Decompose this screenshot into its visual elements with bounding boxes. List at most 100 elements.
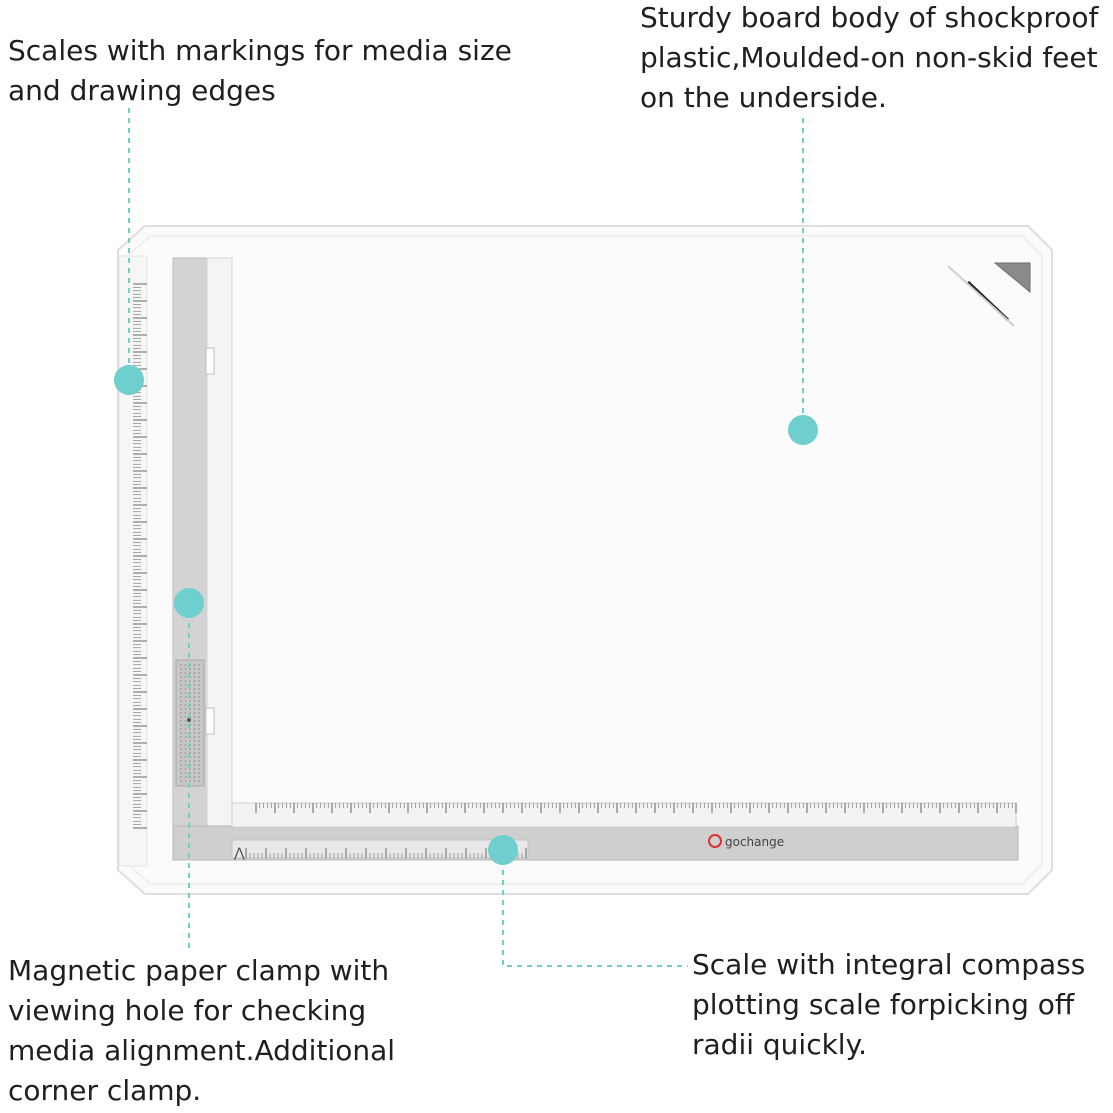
clamp-texture-dot (184, 724, 187, 726)
callout-leaders (128, 108, 804, 967)
clamp-texture-dot (184, 736, 187, 738)
clamp-texture-dot (180, 772, 182, 774)
clamp-texture-dot (198, 688, 200, 690)
clamp-texture-dot (184, 704, 187, 706)
clamp-texture-dot (189, 768, 191, 770)
clamp-texture-dot (198, 760, 200, 762)
clamp-texture-dot (198, 696, 200, 698)
clamp-texture-dot (180, 736, 182, 738)
clamp-texture-dot (198, 716, 200, 718)
clamp-texture-dot (193, 716, 196, 718)
marker-compass (488, 835, 518, 865)
clamp-texture-dot (198, 712, 200, 714)
clamp-texture-dot (198, 740, 200, 742)
clamp-texture-dot (198, 672, 200, 674)
clamp-texture-dot (198, 728, 200, 730)
clamp-texture-dot (198, 700, 200, 702)
callout-compass-scale: Scale with integral compass plotting sca… (692, 948, 1086, 1061)
clamp-texture-dot (198, 684, 200, 686)
brand-logo-icon (708, 834, 722, 848)
clamp-texture-dot (180, 696, 182, 698)
clamp-texture-dot (184, 760, 187, 762)
clamp-texture-dot (184, 732, 187, 734)
clamp-texture-dot (184, 744, 187, 746)
clamp-texture-dot (184, 700, 187, 702)
clamp-texture-dot (193, 728, 196, 730)
marker-board (788, 415, 818, 445)
clamp-texture-dot (189, 728, 191, 730)
clamp-texture-dot (180, 712, 182, 714)
clamp-texture-dot (184, 680, 187, 682)
clamp-texture-dot (193, 684, 196, 686)
clamp-texture-dot (184, 728, 187, 730)
clamp-texture-dot (189, 708, 191, 710)
clamp-texture-dot (193, 708, 196, 710)
clamp-texture-dot (180, 668, 182, 670)
clamp-texture-dot (184, 740, 187, 742)
clamp-texture-dot (198, 772, 200, 774)
clamp-texture-dot (193, 764, 196, 766)
clamp-texture-dot (193, 744, 196, 746)
clamp-texture-dot (180, 740, 182, 742)
clamp-texture-dot (193, 704, 196, 706)
rail-clip-bottom (205, 707, 215, 735)
clamp-texture-dot (180, 780, 182, 782)
clamp-texture-dot (184, 708, 187, 710)
clamp-texture-dot (180, 744, 182, 746)
clamp-texture-dot (193, 776, 196, 778)
clamp-texture-dot (198, 780, 200, 782)
clamp-texture-dot (189, 740, 191, 742)
clamp-texture-dot (184, 684, 187, 686)
clamp-texture-dot (193, 732, 196, 734)
clamp-texture-dot (189, 760, 191, 762)
clamp-texture-dot (193, 688, 196, 690)
clamp-texture-dot (198, 752, 200, 754)
clamp-texture-dot (198, 732, 200, 734)
clamp-texture-dot (184, 712, 187, 714)
clamp-texture-dot (184, 756, 187, 758)
clamp-texture-dot (198, 668, 200, 670)
compass-scale-ticks (245, 848, 527, 858)
clamp-texture-dot (184, 692, 187, 694)
clamp-texture-dot (180, 760, 182, 762)
clamp-texture-dot (180, 708, 182, 710)
clamp-texture-dot (184, 764, 187, 766)
clamp-texture-dot (184, 720, 187, 722)
rail-clip-top (205, 347, 215, 375)
clamp-texture-dot (193, 780, 196, 782)
clamp-texture-dot (184, 696, 187, 698)
clamp-texture-dot (180, 728, 182, 730)
clamp-texture-dot (180, 732, 182, 734)
clamp-texture-dot (180, 676, 182, 678)
clamp-texture-dot (193, 692, 196, 694)
clamp-texture-dot (180, 752, 182, 754)
clamp-texture-dot (180, 692, 182, 694)
clamp-texture-dot (180, 684, 182, 686)
clamp-texture-dot (184, 664, 187, 666)
clamp-texture-dot (198, 724, 200, 726)
clamp-texture-dot (193, 752, 196, 754)
clamp-texture-dot (189, 780, 191, 782)
clamp-texture-dot (184, 768, 187, 770)
clamp-texture-dot (198, 736, 200, 738)
clamp-texture-dot (193, 680, 196, 682)
clamp-texture-dot (189, 668, 191, 670)
clamp-texture-dot (184, 772, 187, 774)
top-ruler-ticks (255, 803, 1017, 813)
clamp-texture-dot (193, 676, 196, 678)
clamp-texture-dot (198, 720, 200, 722)
clamp-texture-dot (189, 700, 191, 702)
compass-icon: ⋀ (233, 846, 245, 861)
clamp-texture-dot (193, 748, 196, 750)
marker-clamp (174, 588, 204, 618)
clamp-texture-dot (193, 668, 196, 670)
clamp-texture-dot (193, 772, 196, 774)
clamp-texture-dot (193, 724, 196, 726)
clamp-texture-dot (198, 776, 200, 778)
compass-scale (231, 839, 529, 859)
viewing-hole (187, 718, 191, 722)
clamp-texture-dot (180, 748, 182, 750)
clamp-texture-dot (184, 668, 187, 670)
clamp-texture-dot (198, 744, 200, 746)
clamp-texture-dot (198, 708, 200, 710)
